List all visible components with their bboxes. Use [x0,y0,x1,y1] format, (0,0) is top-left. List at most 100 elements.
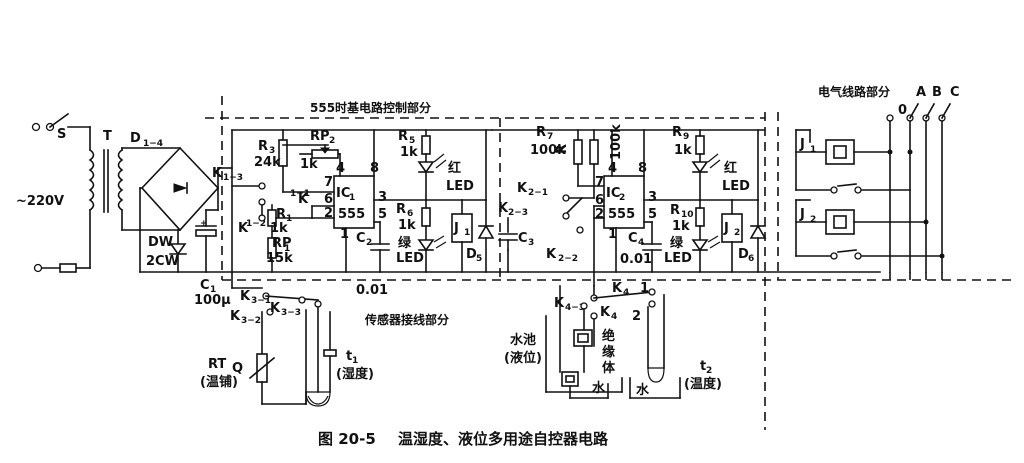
k43-sub: 4−3 [565,303,585,313]
c4-label: C [628,231,638,246]
electrical-wiring: 0 A B C J 1 J 2 [795,85,960,280]
k4b-sub: 4 [611,312,617,322]
ic2-pin6: 6 [595,193,604,208]
ic2-pin7: 7 [595,175,604,190]
ic1-pin7: 7 [324,175,333,190]
r3-value: 24k [254,155,281,170]
ic2-pin1: 1 [608,227,617,242]
red-led-text-1: LED [446,179,474,194]
c2-sub: 2 [366,238,372,248]
c3-sub: 3 [528,238,534,248]
r9-sub: 9 [683,132,689,142]
c2-value: 0.01 [356,283,388,298]
figure-number: 图 20-5 [318,430,376,448]
k13-label: K [212,166,223,181]
r3-label: R [258,139,268,154]
r10-label: R [670,203,680,218]
rp1-sub: 1 [284,244,290,254]
r10-sub: 10 [681,210,694,220]
insulator-char-3: 体 [602,360,616,376]
rp1-label: RP [272,236,292,251]
green-led-label-1: 绿 [398,235,412,251]
k33-label: K [270,301,281,316]
j2-coil-sub: 2 [734,228,740,238]
k11-label: K [298,192,309,207]
c2-label: C [356,231,366,246]
phase-c-label: C [950,85,960,100]
r6-sub: 6 [407,209,413,219]
k4-sub: 4 [623,288,629,298]
r6-value: 1k [398,218,416,233]
rt-note: (温铺) [200,374,238,390]
figure-caption: 图 20-5 温湿度、液位多用途自控器电路 [318,430,609,448]
t2-sub: 2 [706,366,712,376]
pool-note: (液位) [504,350,542,366]
water-label-2: 水 [636,382,650,398]
rp2-label: RP [310,129,330,144]
left-555-stage: K 1−3 R 3 24k RP 2 1k K 1−2 K 1−1 R 1 1k [212,129,495,298]
rp2-sub: 2 [329,136,335,146]
rt-label: RT [208,357,226,372]
k11-sub: 1−1 [290,189,310,199]
phase-a-label: A [916,85,926,100]
k32-sub: 3−2 [241,316,261,326]
red-led-label-1: 红 [448,160,461,176]
k12-label: K [238,221,249,236]
ic1-pin3: 3 [378,190,387,205]
k4b-label: K [600,305,611,320]
c1-label: C [200,278,210,293]
j2-contact-label: J [799,207,805,222]
r5-value: 1k [400,145,418,160]
green-led-text-1: LED [396,251,424,266]
k21-label: K [517,181,528,196]
d6-sub: 6 [748,254,754,264]
j2-coil-label: J [723,221,729,236]
red-led-text-2: LED [722,179,750,194]
q-label: Q [232,361,243,376]
timer-section-label: 555时基电路控制部分 [310,100,431,115]
ic2-sub: 2 [619,193,625,203]
r9-label: R [672,125,682,140]
r8-label: R [555,144,570,154]
svg-text:+: + [200,219,208,229]
k12-sub: 1−2 [246,219,266,229]
red-led-label-2: 红 [724,160,737,176]
r7-value: 100k [530,143,566,158]
transformer-t-label: T [103,129,112,144]
switch-s-label: S [57,127,66,142]
bridge-sub: 1−4 [143,139,163,149]
r1-value: 1k [270,221,288,236]
section-boundaries [205,96,1015,430]
ic1-sub: 1 [349,193,355,203]
k4-label: K [612,281,623,296]
r1-label: R [276,207,286,222]
c4-sub: 4 [638,238,644,248]
k4-pos2: 2 [632,309,641,324]
rp1-value: 15k [266,251,293,266]
electrical-section-label: 电气线路部分 [818,84,890,99]
rp2-value: 1k [300,157,318,172]
r5-label: R [398,129,408,144]
r6-label: R [396,202,406,217]
ic2-number: 555 [608,207,635,222]
r9-value: 1k [674,143,692,158]
j2-contact-sub: 2 [810,215,816,225]
right-555-stage: K 2−3 C 3 K 2−1 K 2−2 R 7 100k R 100k [491,124,767,287]
ic2-pin2: 2 [595,207,604,222]
k31-sub: 3−1 [251,296,271,306]
zener-2cw-label: 2CW [146,254,179,269]
k23-sub: 2−3 [508,208,528,218]
c3-label: C [518,231,528,246]
j1-contact-label: J [799,137,805,152]
ic2-pin3: 3 [648,190,657,205]
ic1-pin1: 1 [340,227,349,242]
insulator-char-2: 缘 [602,344,615,360]
t2-label: t [700,359,706,374]
j1-coil-sub: 1 [464,228,470,238]
ic2-pin8: 8 [638,161,647,176]
ic1-pin5: 5 [378,207,387,222]
r3-sub: 3 [269,146,275,156]
k22-sub: 2−2 [558,254,578,264]
